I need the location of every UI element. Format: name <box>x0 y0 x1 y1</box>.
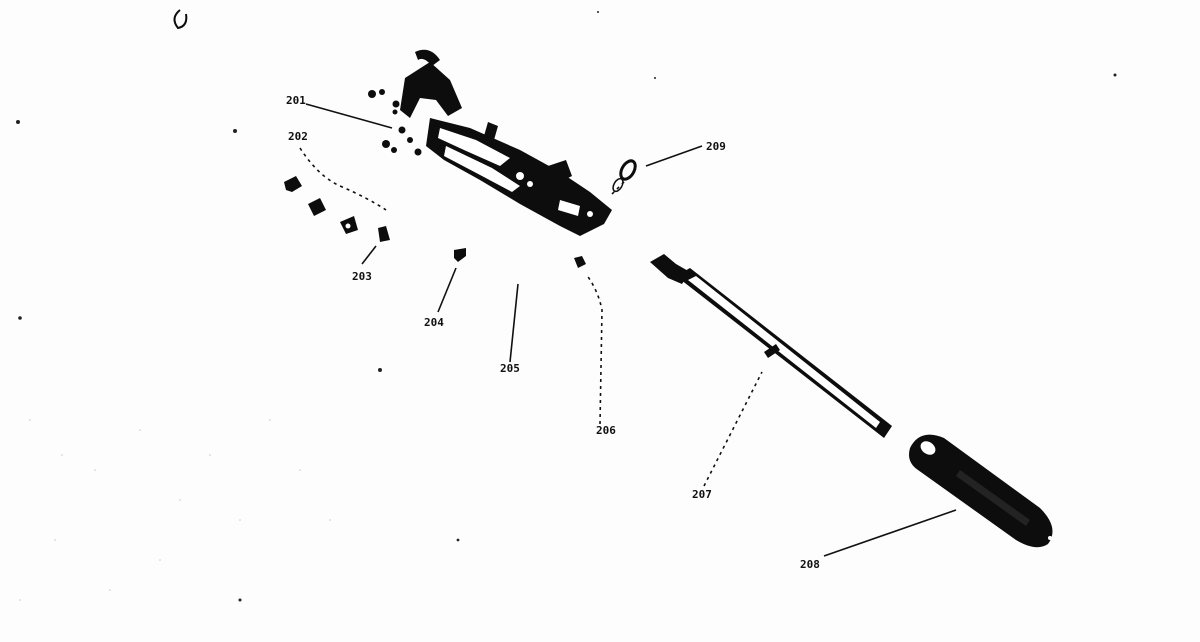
part-205-jaw-body <box>400 49 612 236</box>
part-207-shaft <box>650 254 892 438</box>
corner-mark <box>173 9 188 30</box>
label-202: 202 <box>288 130 308 143</box>
label-209: 209 <box>706 140 726 153</box>
part-204-clip <box>454 248 466 262</box>
leader-208 <box>823 509 957 557</box>
part-209-bushing <box>612 159 637 193</box>
leader-206 <box>585 273 603 425</box>
scan-noise <box>16 11 1117 602</box>
leader-205 <box>509 283 519 363</box>
label-203: 203 <box>352 270 372 283</box>
scan-dither <box>19 419 331 601</box>
part-201-screws <box>368 89 422 156</box>
label-201: 201 <box>286 94 306 107</box>
part-202-nuts <box>284 176 390 242</box>
label-204: 204 <box>424 316 444 329</box>
label-205: 205 <box>500 362 520 375</box>
leader-209 <box>645 145 703 167</box>
label-207: 207 <box>692 488 712 501</box>
part-208-handle <box>909 434 1053 548</box>
label-206: 206 <box>596 424 616 437</box>
leader-201 <box>305 103 393 129</box>
label-208: 208 <box>800 558 820 571</box>
leader-202 <box>299 147 387 211</box>
callout-labels: 201 202 203 204 205 206 207 208 209 <box>286 94 820 571</box>
leader-207 <box>703 371 763 487</box>
leader-lines <box>299 103 957 557</box>
leader-204 <box>437 267 457 313</box>
leader-209-dash <box>611 175 631 195</box>
part-206-pin <box>574 256 586 268</box>
leader-203 <box>361 245 377 265</box>
